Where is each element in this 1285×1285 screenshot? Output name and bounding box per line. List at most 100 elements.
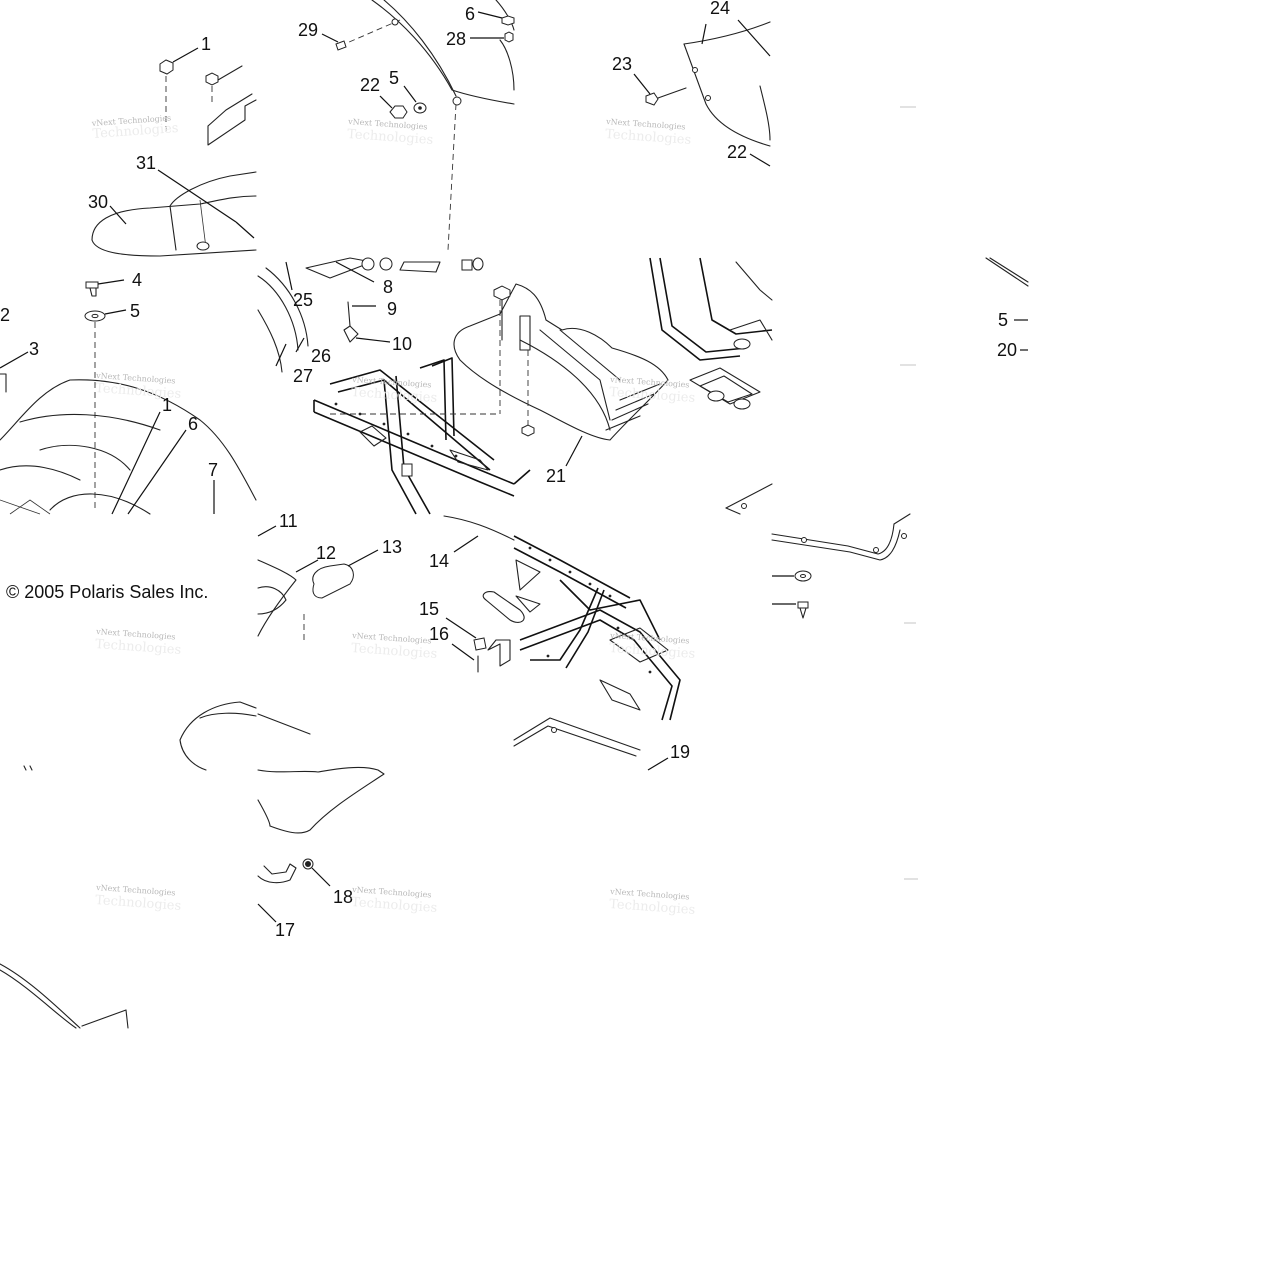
rivet-part — [797, 601, 809, 609]
svg-text:Technologies: Technologies — [347, 127, 434, 148]
callout-29: 29 — [298, 20, 318, 40]
rack-hole — [196, 241, 210, 251]
callout-30: 30 — [88, 192, 108, 212]
callout-17: 17 — [275, 920, 295, 940]
watermark: Technologies vNext Technologies — [605, 117, 692, 148]
callout-19: 19 — [670, 742, 690, 762]
watermark: Technologies vNext Technologies — [91, 113, 179, 142]
callout-6: 6 — [188, 414, 198, 434]
callout-26: 26 — [311, 346, 331, 366]
grip-part — [312, 563, 354, 599]
bolt-part — [461, 259, 473, 271]
watermark: Technologies vNext Technologies — [95, 371, 182, 402]
callout-1: 1 — [201, 34, 211, 54]
floor-panel-group — [771, 513, 911, 619]
svg-text:Technologies: Technologies — [351, 641, 438, 662]
svg-text:Technologies: Technologies — [351, 385, 438, 406]
callout-6: 6 — [465, 4, 475, 24]
watermark: Technologies vNext Technologies — [95, 627, 182, 658]
frame-center-group — [257, 257, 515, 515]
bolt-part — [493, 285, 511, 301]
washer-hole — [91, 313, 99, 319]
watermark: Technologies vNext Technologies — [609, 887, 696, 918]
callout-labels: 1 29 6 28 22 5 24 23 22 31 30 4 5 2 3 1 … — [0, 0, 1017, 940]
watermark-group: Technologies vNext Technologies Technolo… — [91, 113, 696, 918]
callout-20: 20 — [997, 340, 1017, 360]
svg-text:Technologies: Technologies — [351, 895, 438, 916]
callout-11: 11 — [279, 511, 298, 531]
frame-hole — [733, 398, 751, 410]
bolt-part — [645, 92, 659, 106]
frame-bracket — [401, 463, 413, 477]
rivet-part — [85, 281, 99, 289]
panel-hole — [801, 537, 807, 543]
front-fender-group — [321, 0, 515, 251]
svg-text:Technologies: Technologies — [92, 121, 179, 142]
callout-31: 31 — [136, 153, 156, 173]
callout-1: 1 — [162, 395, 172, 415]
callout-22: 22 — [727, 142, 747, 162]
washer-hole — [800, 574, 806, 578]
callout-15: 15 — [419, 599, 439, 619]
callout-7: 7 — [208, 460, 218, 480]
callout-5: 5 — [130, 301, 140, 321]
callout-5: 5 — [998, 310, 1008, 330]
nut-part — [159, 59, 174, 75]
svg-text:Technologies: Technologies — [605, 127, 692, 148]
rear-rack-group — [91, 47, 257, 257]
callout-25: 25 — [293, 290, 313, 310]
callout-4: 4 — [132, 270, 142, 290]
svg-text:Technologies: Technologies — [609, 385, 696, 406]
watermark: Technologies vNext Technologies — [351, 375, 438, 406]
seat-group — [257, 515, 515, 673]
watermark: Technologies vNext Technologies — [347, 117, 434, 148]
nut-part — [389, 105, 408, 119]
watermark: Technologies vNext Technologies — [609, 375, 696, 406]
svg-text:Technologies: Technologies — [609, 641, 696, 662]
front-cover-group — [633, 19, 771, 167]
svg-text:Technologies: Technologies — [609, 897, 696, 918]
watermark: Technologies vNext Technologies — [95, 883, 182, 914]
callout-8: 8 — [383, 277, 393, 297]
footwell-group — [453, 257, 773, 485]
callout-9: 9 — [387, 299, 397, 319]
callout-14: 14 — [429, 551, 449, 571]
bolt-part — [205, 72, 219, 86]
fender-hole — [391, 18, 399, 26]
callout-28: 28 — [446, 29, 466, 49]
panel-hole — [873, 547, 879, 553]
frame-rear-group — [482, 535, 681, 721]
panel-hole — [901, 533, 907, 539]
callout-16: 16 — [429, 624, 449, 644]
copyright-notice: © 2005 Polaris Sales Inc. — [6, 582, 208, 602]
nut-part — [521, 424, 535, 437]
frame-hole — [707, 390, 725, 402]
clip-part — [501, 15, 515, 26]
svg-text:Technologies: Technologies — [95, 381, 182, 402]
callout-2: 2 — [0, 305, 10, 325]
grommet-part — [379, 257, 393, 271]
callout-21: 21 — [546, 466, 566, 486]
nut-part — [472, 257, 484, 271]
callout-24: 24 — [710, 0, 730, 18]
watermark: Technologies vNext Technologies — [351, 885, 438, 916]
callout-10: 10 — [392, 334, 412, 354]
callout-27: 27 — [293, 366, 313, 386]
callout-13: 13 — [382, 537, 402, 557]
fender-hole — [452, 96, 462, 106]
frame-hole — [733, 338, 751, 350]
faint-marks — [900, 106, 918, 880]
right-edge-group — [725, 257, 1029, 515]
rear-fender-group — [0, 279, 257, 515]
svg-text:Technologies: Technologies — [95, 637, 182, 658]
grommet-part — [361, 257, 375, 271]
cover-hole — [705, 95, 711, 101]
callout-3: 3 — [29, 339, 39, 359]
watermark: Technologies vNext Technologies — [609, 631, 696, 662]
bolt-part — [335, 40, 347, 51]
panel-hole — [551, 727, 557, 733]
panel-hole — [741, 503, 747, 509]
callout-12: 12 — [316, 543, 336, 563]
callout-18: 18 — [333, 887, 353, 907]
